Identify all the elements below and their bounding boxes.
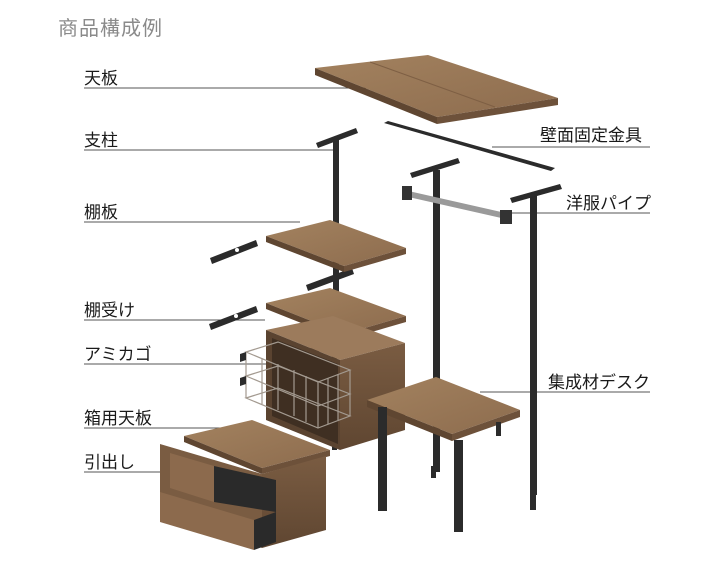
label-tanaita: 棚板 — [84, 203, 118, 223]
label-hikidashi: 引出し — [84, 453, 135, 473]
middle-post-shape — [410, 158, 460, 478]
drawer-unit-shape — [160, 420, 330, 550]
right-post-shape — [510, 184, 562, 510]
cabinet-box-shape — [266, 316, 405, 450]
upper-shelf-shape — [266, 220, 406, 272]
top-board-shape — [315, 55, 558, 124]
clothes-pipe-shape — [402, 186, 512, 224]
wall-bracket-shape — [384, 121, 555, 171]
label-youfuku-pipe: 洋服パイプ — [566, 194, 651, 214]
page-title: 商品構成例 — [58, 16, 163, 40]
label-tanauke: 棚受け — [84, 301, 135, 321]
label-hekimen-kanagu: 壁面固定金具 — [540, 126, 642, 146]
label-shuuseizai-desk: 集成材デスク — [548, 373, 650, 393]
label-tenban: 天板 — [84, 69, 118, 89]
desk-shape — [367, 377, 520, 532]
label-amikago: アミカゴ — [84, 345, 152, 365]
label-hakoyou-tenban: 箱用天板 — [84, 409, 152, 429]
label-shichu: 支柱 — [84, 131, 118, 151]
wire-baskets-shape — [240, 341, 352, 429]
